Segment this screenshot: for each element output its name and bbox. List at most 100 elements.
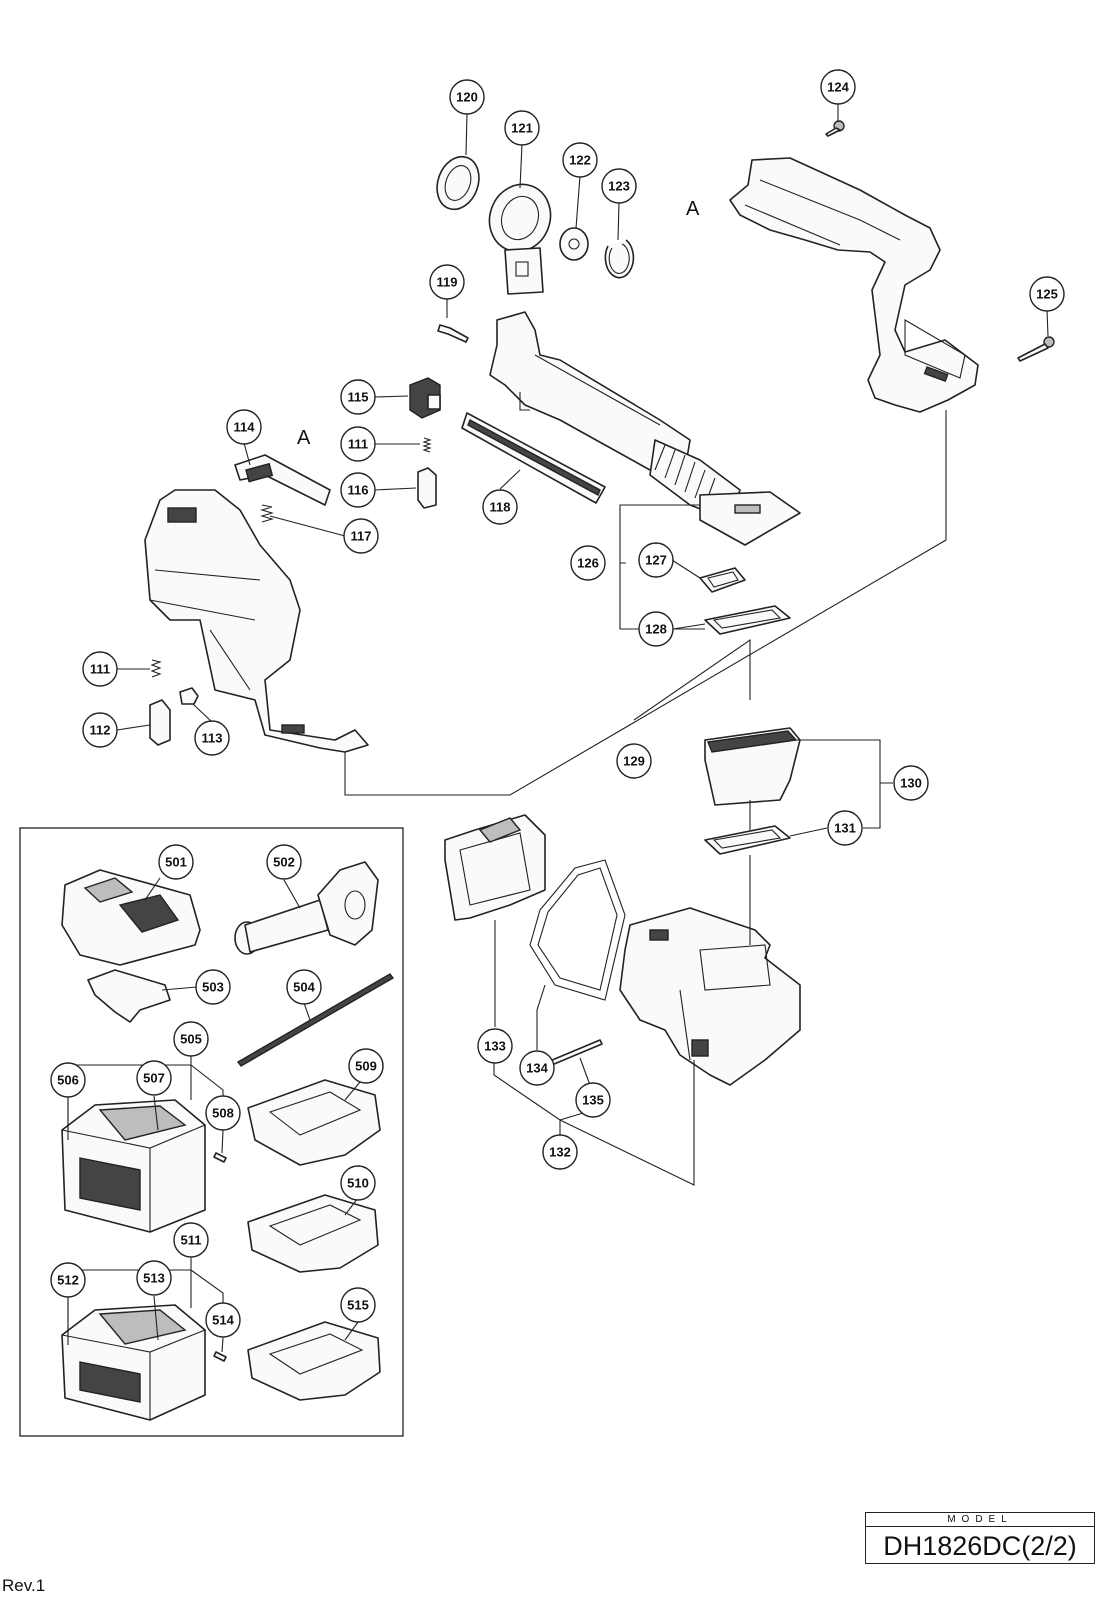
callout-123: 123	[601, 168, 637, 204]
callouts: 120 121 122 123 124 119 125 115 114 111 …	[50, 69, 1065, 1338]
svg-text:113: 113	[202, 731, 223, 746]
svg-text:117: 117	[351, 529, 372, 544]
callout-512: 512	[50, 1262, 86, 1298]
callout-118: 118	[482, 489, 518, 525]
leader-lines	[67, 103, 1049, 1353]
part-511-case	[61, 1304, 206, 1421]
callout-124: 124	[820, 69, 856, 105]
svg-text:135: 135	[582, 1093, 604, 1108]
callout-122: 122	[562, 142, 598, 178]
callout-134: 134	[519, 1050, 555, 1086]
callout-111-lower: 111	[82, 651, 118, 687]
part-drawings	[61, 120, 1055, 1421]
part-111-spring-lower	[150, 659, 162, 678]
svg-text:504: 504	[293, 980, 315, 995]
part-501-charger	[61, 869, 201, 966]
svg-text:511: 511	[181, 1233, 202, 1248]
part-upper-housing-rail	[729, 157, 979, 413]
callout-508: 508	[205, 1095, 241, 1131]
part-515-insert	[247, 1321, 381, 1401]
part-112-latch	[149, 699, 171, 746]
part-133-frame	[444, 814, 546, 921]
callout-515: 515	[340, 1287, 376, 1323]
model-name: DH1826DC(2/2)	[883, 1531, 1077, 1561]
callout-129: 129	[616, 743, 652, 779]
part-510-insert	[247, 1194, 379, 1273]
part-508-screw	[213, 1152, 227, 1163]
svg-text:119: 119	[437, 275, 458, 290]
callout-125: 125	[1029, 276, 1065, 312]
model-title-block: MODEL DH1826DC(2/2)	[865, 1512, 1095, 1564]
reference-letter-a-lower: A	[297, 427, 311, 449]
svg-text:123: 123	[608, 179, 630, 194]
callout-510: 510	[340, 1165, 376, 1201]
svg-text:501: 501	[165, 855, 187, 870]
callout-116: 116	[340, 472, 376, 508]
svg-text:121: 121	[511, 121, 533, 136]
callout-511: 511	[173, 1222, 209, 1258]
part-113-knob	[179, 687, 199, 705]
part-130-filter	[704, 727, 801, 806]
svg-text:122: 122	[569, 153, 591, 168]
callout-505: 505	[173, 1021, 209, 1057]
callout-114: 114	[226, 409, 262, 445]
part-119-screw	[437, 324, 469, 343]
svg-text:515: 515	[347, 1298, 369, 1313]
part-121-dust-cup	[488, 183, 552, 295]
callout-507: 507	[136, 1060, 172, 1096]
part-503-cover	[87, 969, 171, 1023]
callout-126: 126	[570, 545, 606, 581]
revision-label: Rev.1	[2, 1576, 46, 1595]
callout-130: 130	[893, 765, 929, 801]
svg-text:124: 124	[827, 80, 849, 95]
svg-text:112: 112	[90, 723, 111, 738]
svg-text:506: 506	[57, 1073, 79, 1088]
svg-text:130: 130	[900, 776, 922, 791]
part-509-insert	[247, 1079, 381, 1166]
part-514-screw	[213, 1351, 227, 1362]
svg-text:129: 129	[623, 754, 645, 769]
callout-119: 119	[429, 264, 465, 300]
svg-text:128: 128	[645, 622, 667, 637]
reference-letter-a-upper: A	[686, 198, 700, 220]
svg-text:115: 115	[348, 390, 369, 405]
part-telescopic-tube	[489, 311, 801, 546]
callout-128: 128	[638, 611, 674, 647]
svg-text:508: 508	[212, 1106, 234, 1121]
svg-text:134: 134	[526, 1061, 548, 1076]
svg-text:114: 114	[234, 420, 256, 435]
callout-113: 113	[194, 720, 230, 756]
svg-text:118: 118	[490, 500, 511, 515]
part-111-spring-upper	[422, 437, 432, 453]
callout-506: 506	[50, 1062, 86, 1098]
part-505-case	[61, 1099, 206, 1233]
part-123-retaining-ring	[604, 239, 635, 279]
svg-text:127: 127	[645, 553, 667, 568]
part-117-spring	[260, 504, 274, 523]
part-left-main-housing	[144, 489, 369, 753]
svg-text:507: 507	[143, 1071, 165, 1086]
svg-text:505: 505	[180, 1032, 202, 1047]
svg-text:120: 120	[456, 90, 478, 105]
accessory-frame	[19, 827, 404, 1437]
part-127-gasket	[699, 567, 746, 593]
callout-117: 117	[343, 518, 379, 554]
callout-131: 131	[827, 810, 863, 846]
callout-135: 135	[575, 1082, 611, 1118]
part-116-latch	[417, 467, 437, 509]
callout-503: 503	[195, 969, 231, 1005]
svg-text:510: 510	[347, 1176, 369, 1191]
callout-502: 502	[266, 844, 302, 880]
part-125-screw	[1017, 336, 1055, 362]
part-118-rail-strip	[461, 412, 606, 504]
part-504-depth-gauge	[236, 973, 395, 1067]
callout-111-upper: 111	[340, 426, 376, 462]
part-128-gasket	[704, 605, 791, 635]
svg-text:502: 502	[273, 855, 295, 870]
part-134-gasket	[529, 859, 626, 1001]
callout-509: 509	[348, 1048, 384, 1084]
callout-514: 514	[205, 1302, 241, 1338]
callout-115: 115	[340, 379, 376, 415]
callout-504: 504	[286, 969, 322, 1005]
